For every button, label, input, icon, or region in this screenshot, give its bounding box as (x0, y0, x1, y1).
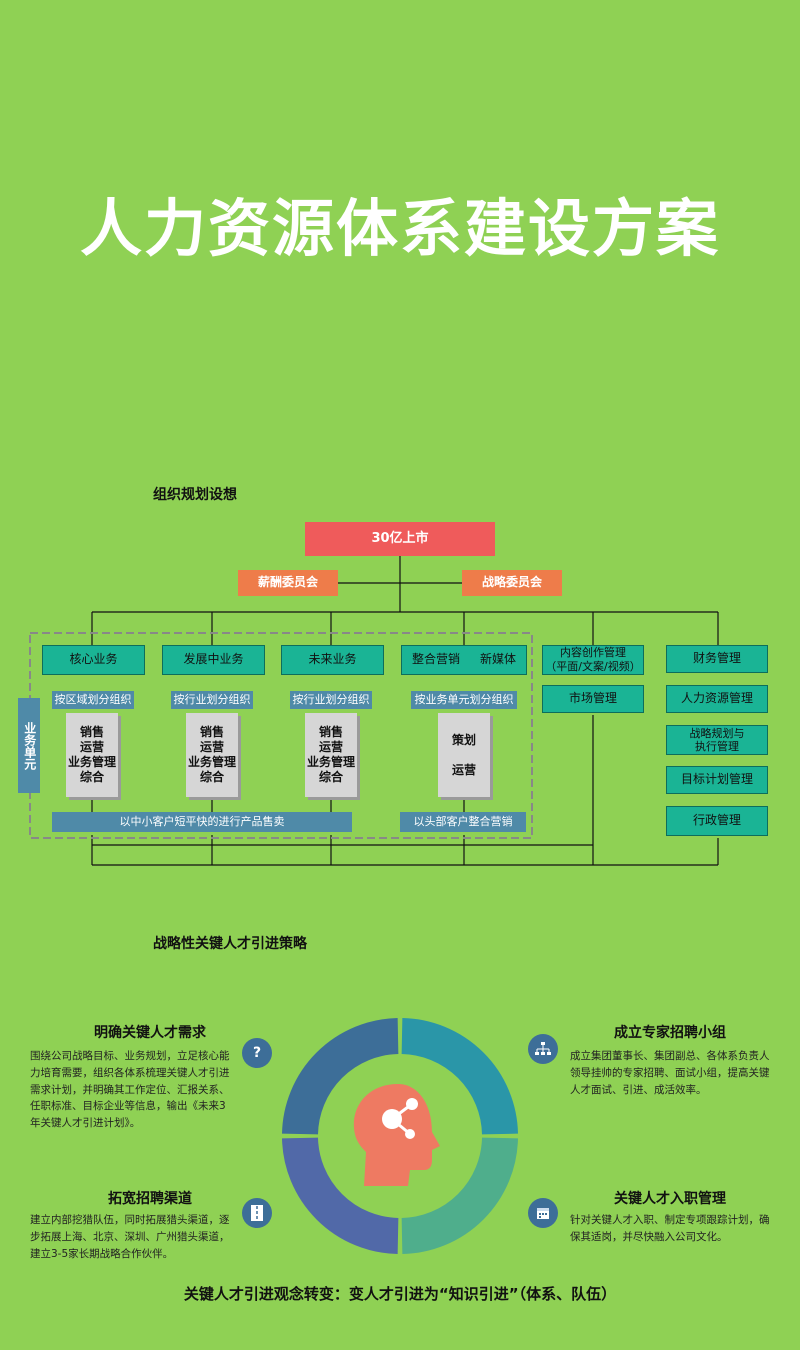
committee-strategy: 战略委员会 (462, 570, 562, 596)
head-icon (353, 1084, 440, 1186)
strategy-heading: 战略性关键人才引进策略 (153, 936, 307, 952)
admin-management: 行政管理 (666, 806, 768, 836)
division-industry-2: 按行业划分组织 (290, 691, 372, 709)
page-title: 人力资源体系建设方案 (79, 192, 720, 265)
function-box-2: 销售 运营 业务管理 综合 (186, 713, 238, 797)
strategy-item-3-text: 建立内部挖猎队伍，同时拓展猎头渠道，逐步拓展上海、北京、深圳、广州猎头渠道，建立… (30, 1214, 230, 1260)
business-developing: 发展中业务 (162, 645, 265, 675)
strategy-execution: 战略规划与 执行管理 (666, 725, 768, 755)
bar-head-clients: 以头部客户整合营销 (400, 812, 526, 832)
target-plan-management: 目标计划管理 (666, 766, 768, 794)
ring-segment-1 (282, 1018, 399, 1135)
org-heading: 组织规划设想 (153, 487, 237, 503)
org-chart-icon (528, 1034, 558, 1064)
division-region: 按区域划分组织 (52, 691, 134, 709)
question-icon: ? (242, 1038, 272, 1068)
new-media: 新媒体 (479, 652, 516, 667)
integrated-marketing: 整合营销 (411, 652, 460, 667)
strategy-item-1-text: 围绕公司战略目标、业务规划，立足核心能力培育需要，组织各体系梳理关键人才引进需求… (30, 1050, 230, 1130)
division-industry-1: 按行业划分组织 (171, 691, 253, 709)
committee-salary: 薪酬委员会 (238, 570, 338, 596)
business-core: 核心业务 (42, 645, 145, 675)
content-management: 内容创作管理 （平面/文案/视频） (542, 645, 644, 675)
hr-management: 人力资源管理 (666, 685, 768, 713)
market-management: 市场管理 (542, 685, 644, 713)
conclusion: 关键人才引进观念转变：变人才引进为“知识引进”（体系、队伍） (183, 1285, 617, 1303)
road-icon (242, 1198, 272, 1228)
bar-sme-sales: 以中小客户短平快的进行产品售卖 (52, 812, 352, 832)
strategy-item-4-text: 针对关键人才入职、制定专项跟踪计划，确保其适岗，并尽快融入公司文化。 (570, 1214, 770, 1243)
ring-segment-4 (282, 1137, 399, 1254)
top-node: 30亿上市 (305, 522, 495, 556)
function-box-4: 策划 运营 (438, 713, 490, 797)
function-box-3: 销售 运营 业务管理 综合 (305, 713, 357, 797)
strategy-item-4-title: 关键人才入职管理 (614, 1191, 726, 1207)
strategy-item-2-title: 成立专家招聘小组 (614, 1025, 726, 1041)
finance-management: 财务管理 (666, 645, 768, 673)
function-box-1: 销售 运营 业务管理 综合 (66, 713, 118, 797)
strategy-item-1-title: 明确关键人才需求 (94, 1025, 206, 1041)
calendar-money-icon (528, 1198, 558, 1228)
ring-segment-3 (401, 1137, 518, 1254)
business-future: 未来业务 (281, 645, 384, 675)
ring-segment-2 (401, 1018, 518, 1135)
side-label: 业务单元 (18, 698, 40, 793)
strategy-item-2-text: 成立集团董事长、集团副总、各体系负责人领导挂帅的专家招聘、面试小组，提高关键人才… (570, 1050, 770, 1096)
strategy-item-3-title: 拓宽招聘渠道 (108, 1191, 192, 1207)
strategy-ring (282, 1018, 518, 1254)
division-unit: 按业务单元划分组织 (411, 691, 517, 709)
business-integrated: 整合营销 新媒体 (401, 645, 527, 675)
